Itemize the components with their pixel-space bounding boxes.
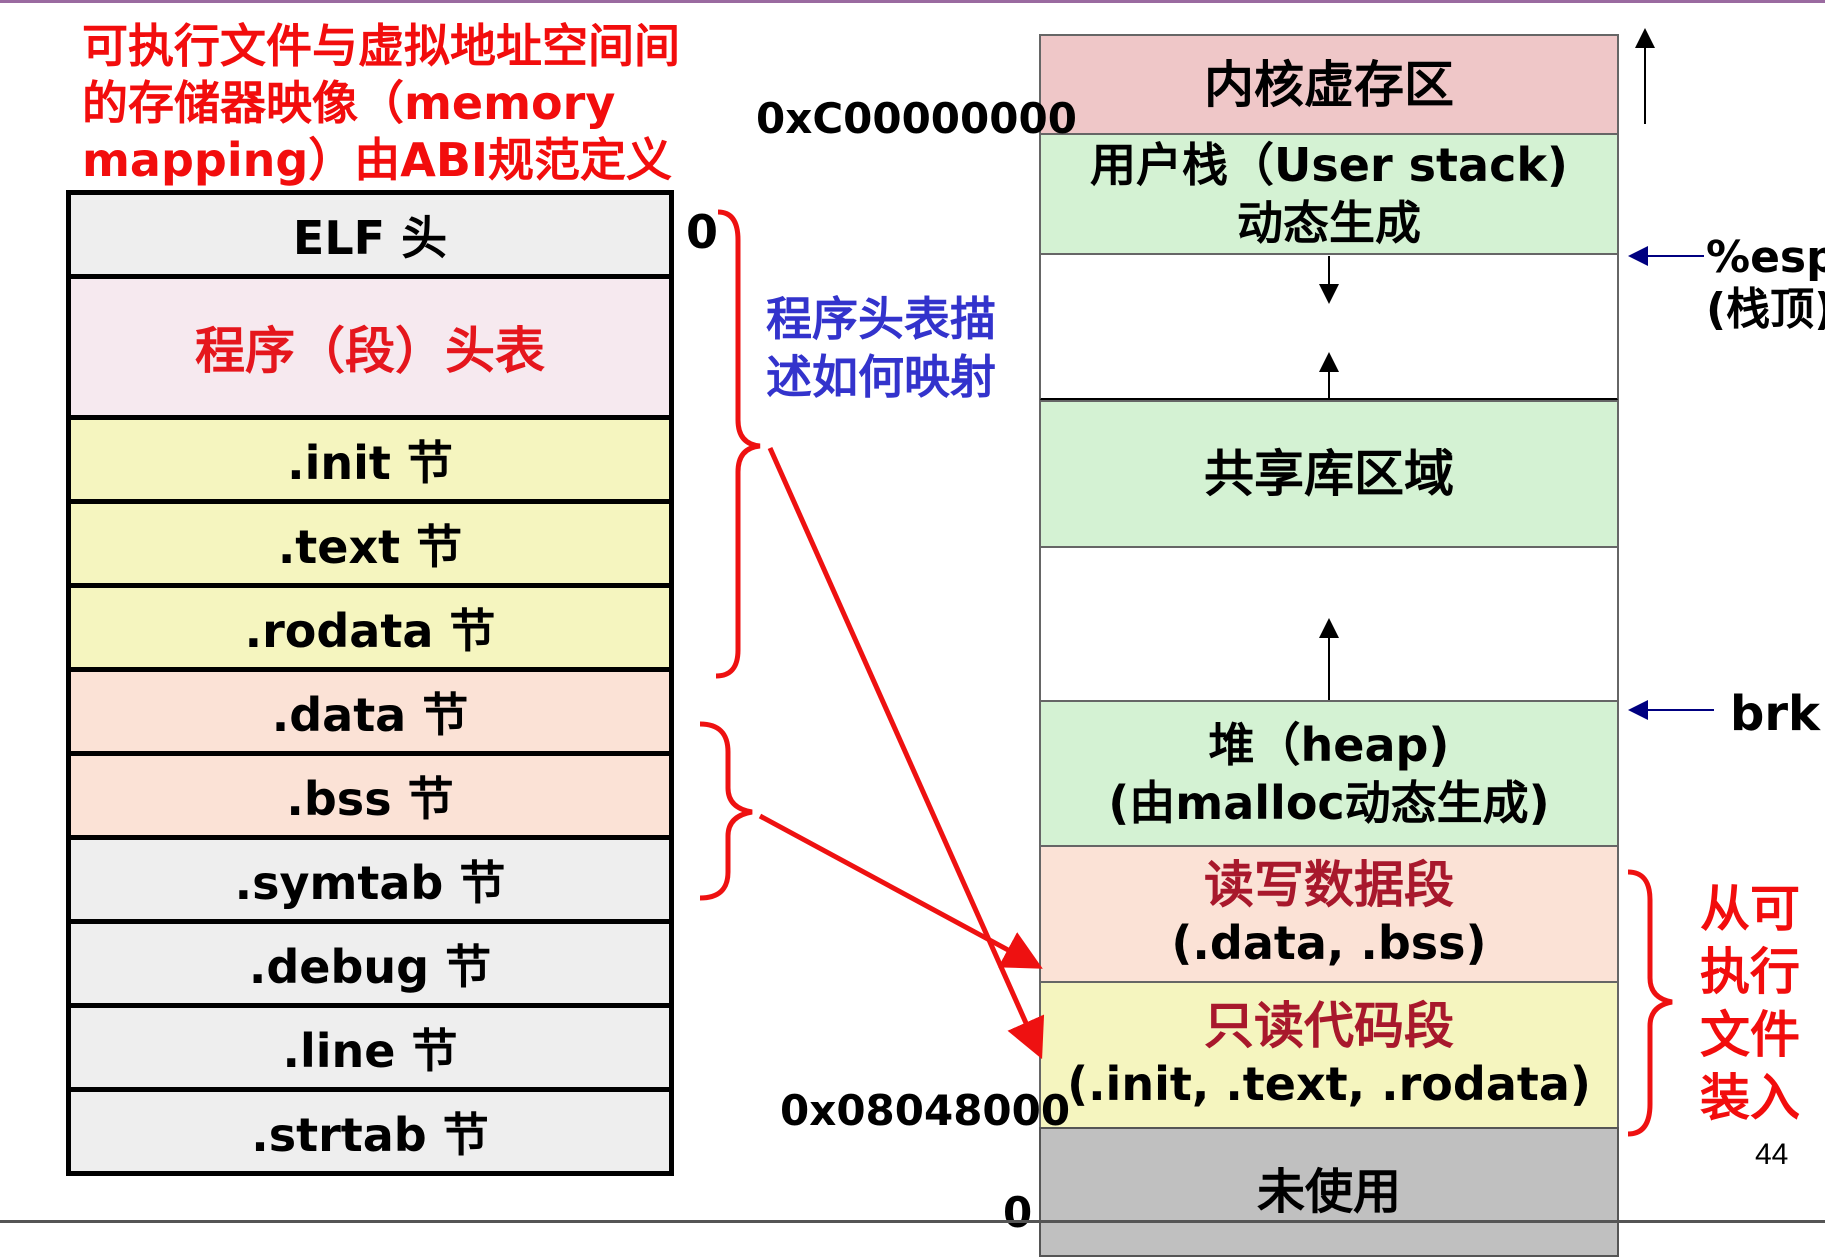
title-line-2: 的存储器映像（memory [82, 76, 616, 130]
heap-label: 堆（heap) [1208, 717, 1450, 772]
top-rule [0, 0, 1825, 3]
code-start-address: 0x08048000 [780, 1086, 1071, 1135]
loaded-line-2: 执行 [1700, 943, 1800, 1001]
program-header-note: 程序头表描 述如何映射 [766, 290, 1026, 406]
esp-note: (栈顶) [1706, 284, 1825, 335]
esp-pointer-label: %esp (栈顶) [1706, 232, 1825, 336]
bottom-rule [0, 1220, 1825, 1223]
loaded-line-1: 从可 [1700, 880, 1800, 938]
esp-register: %esp [1706, 232, 1825, 283]
loaded-line-4: 装入 [1700, 1069, 1800, 1127]
title-line-1: 可执行文件与虚拟地址空间间 [82, 19, 680, 73]
data-bss-brace [699, 721, 753, 901]
heap-note: (由malloc动态生成) [1108, 775, 1550, 830]
text-section-row: .text 节 [66, 499, 674, 588]
loaded-segments-brace [1627, 869, 1673, 1137]
read-only-segment: 只读代码段 (.init, .text, .rodata) [1039, 981, 1619, 1129]
rw-segment-title: 读写数据段 [1204, 856, 1454, 914]
program-header-brace [715, 209, 761, 679]
program-header-table-row: 程序（段）头表 [66, 274, 674, 420]
bss-section-row: .bss 节 [66, 751, 674, 840]
kernel-start-address: 0xC00000000 [756, 94, 1077, 143]
data-mapping-arrow [758, 813, 1043, 969]
read-write-segment: 读写数据段 (.data, .bss) [1039, 845, 1619, 983]
user-stack-region: 用户栈（User stack) 动态生成 [1039, 133, 1619, 255]
brk-pointer-label: brk [1730, 686, 1820, 742]
slide-title: 可执行文件与虚拟地址空间间 的存储器映像（memory mapping）由ABI… [82, 18, 722, 189]
rw-segment-sections: (.data, .bss) [1171, 916, 1487, 970]
loaded-from-executable-label: 从可 执行 文件 装入 [1690, 878, 1810, 1130]
shared-library-region: 共享库区域 [1039, 400, 1619, 548]
code-mapping-arrow [767, 446, 1045, 1060]
elf-file-table: ELF 头 程序（段）头表 .init 节 .text 节 .rodata 节 … [66, 190, 674, 1176]
strtab-section-row: .strtab 节 [66, 1087, 674, 1176]
rodata-section-row: .rodata 节 [66, 583, 674, 672]
note-line-1: 程序头表描 [766, 292, 996, 346]
note-line-2: 述如何映射 [766, 350, 996, 404]
diagram-overlay [699, 28, 1714, 1137]
ro-segment-title: 只读代码段 [1204, 997, 1454, 1055]
heap-region: 堆（heap) (由malloc动态生成) [1039, 700, 1619, 847]
page-number: 44 [1755, 1138, 1789, 1171]
data-section-row: .data 节 [66, 667, 674, 756]
user-stack-label: 用户栈（User stack) [1090, 138, 1568, 192]
init-section-row: .init 节 [66, 415, 674, 504]
elf-start-offset: 0 [686, 205, 719, 259]
user-stack-note: 动态生成 [1237, 196, 1421, 250]
title-line-3: mapping）由ABI规范定义 [82, 133, 673, 187]
debug-section-row: .debug 节 [66, 919, 674, 1008]
loaded-line-3: 文件 [1700, 1006, 1800, 1064]
ro-segment-sections: (.init, .text, .rodata) [1067, 1057, 1591, 1111]
